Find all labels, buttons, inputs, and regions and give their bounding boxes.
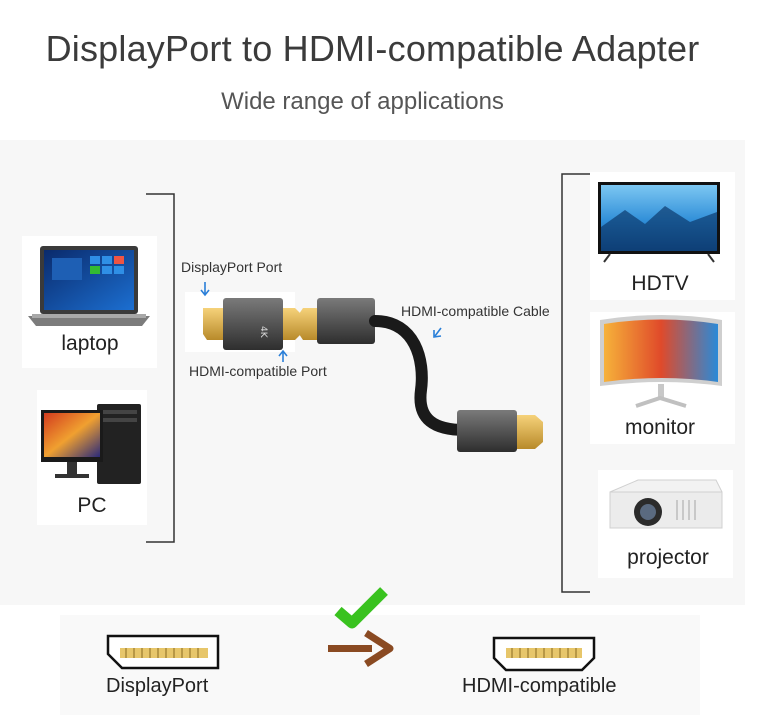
monitor-card: monitor [590, 312, 735, 444]
hdmi-cable-label: HDMI-compatible Cable [401, 303, 550, 319]
pc-icon [41, 404, 141, 484]
laptop-card: laptop [22, 236, 157, 368]
monitor-icon [600, 315, 722, 408]
check-icon [334, 587, 388, 629]
display-bracket [561, 173, 590, 593]
page-subtitle: Wide range of applications [221, 88, 504, 115]
laptop-label: laptop [61, 332, 119, 355]
displayport-port-label: DisplayPort Port [181, 259, 283, 275]
svg-text:4K: 4K [258, 326, 268, 339]
hdtv-card: HDTV [590, 172, 735, 300]
laptop-icon [28, 246, 150, 326]
hdtv-icon [598, 182, 720, 263]
pc-label: PC [77, 494, 107, 517]
arrow-right-icon [328, 630, 394, 667]
source-bracket [146, 193, 175, 543]
projector-card: projector [598, 470, 733, 578]
projector-label: projector [627, 546, 709, 569]
projector-icon [609, 479, 723, 529]
adapter-cable-illustration: 4K [200, 282, 543, 452]
hdmi-connector-icon [492, 636, 596, 672]
pc-card: PC [37, 390, 147, 525]
monitor-label: monitor [624, 416, 696, 439]
hdtv-label: HDTV [631, 272, 689, 295]
displayport-label: DisplayPort [106, 675, 209, 697]
direction-indicator [328, 587, 394, 667]
page-title: DisplayPort to HDMI-compatible Adapter [45, 28, 700, 69]
hdmi-port-label: HDMI-compatible Port [189, 363, 327, 379]
displayport-connector-icon [106, 634, 220, 670]
hdmi-compatible-label: HDMI-compatible [462, 675, 617, 697]
